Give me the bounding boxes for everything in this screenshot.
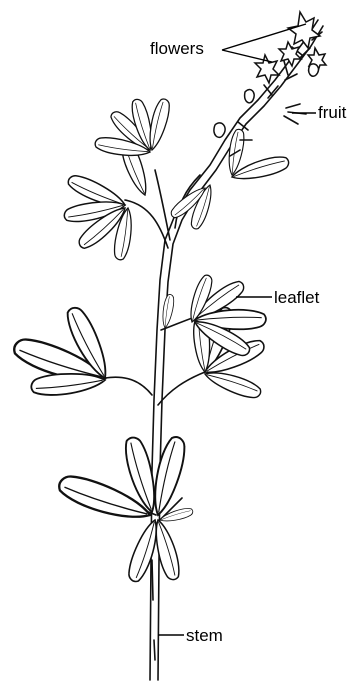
label-fruit: fruit [318, 103, 347, 122]
leaf-cluster-right-upper [168, 128, 290, 230]
leaf-cluster-upper-left [63, 140, 152, 261]
label-leaflet: leaflet [274, 288, 320, 307]
label-fruit-group: fruit [292, 103, 347, 122]
label-leaflet-group: leaflet [236, 288, 320, 307]
label-stem-group: stem [158, 626, 223, 645]
label-flowers: flowers [150, 39, 204, 58]
leaf-cluster-top-left [94, 97, 172, 159]
leaf-cluster-lower [55, 435, 193, 584]
leaf-cluster-middle-left [10, 304, 114, 397]
label-stem: stem [186, 626, 223, 645]
flower-spike [214, 12, 326, 156]
